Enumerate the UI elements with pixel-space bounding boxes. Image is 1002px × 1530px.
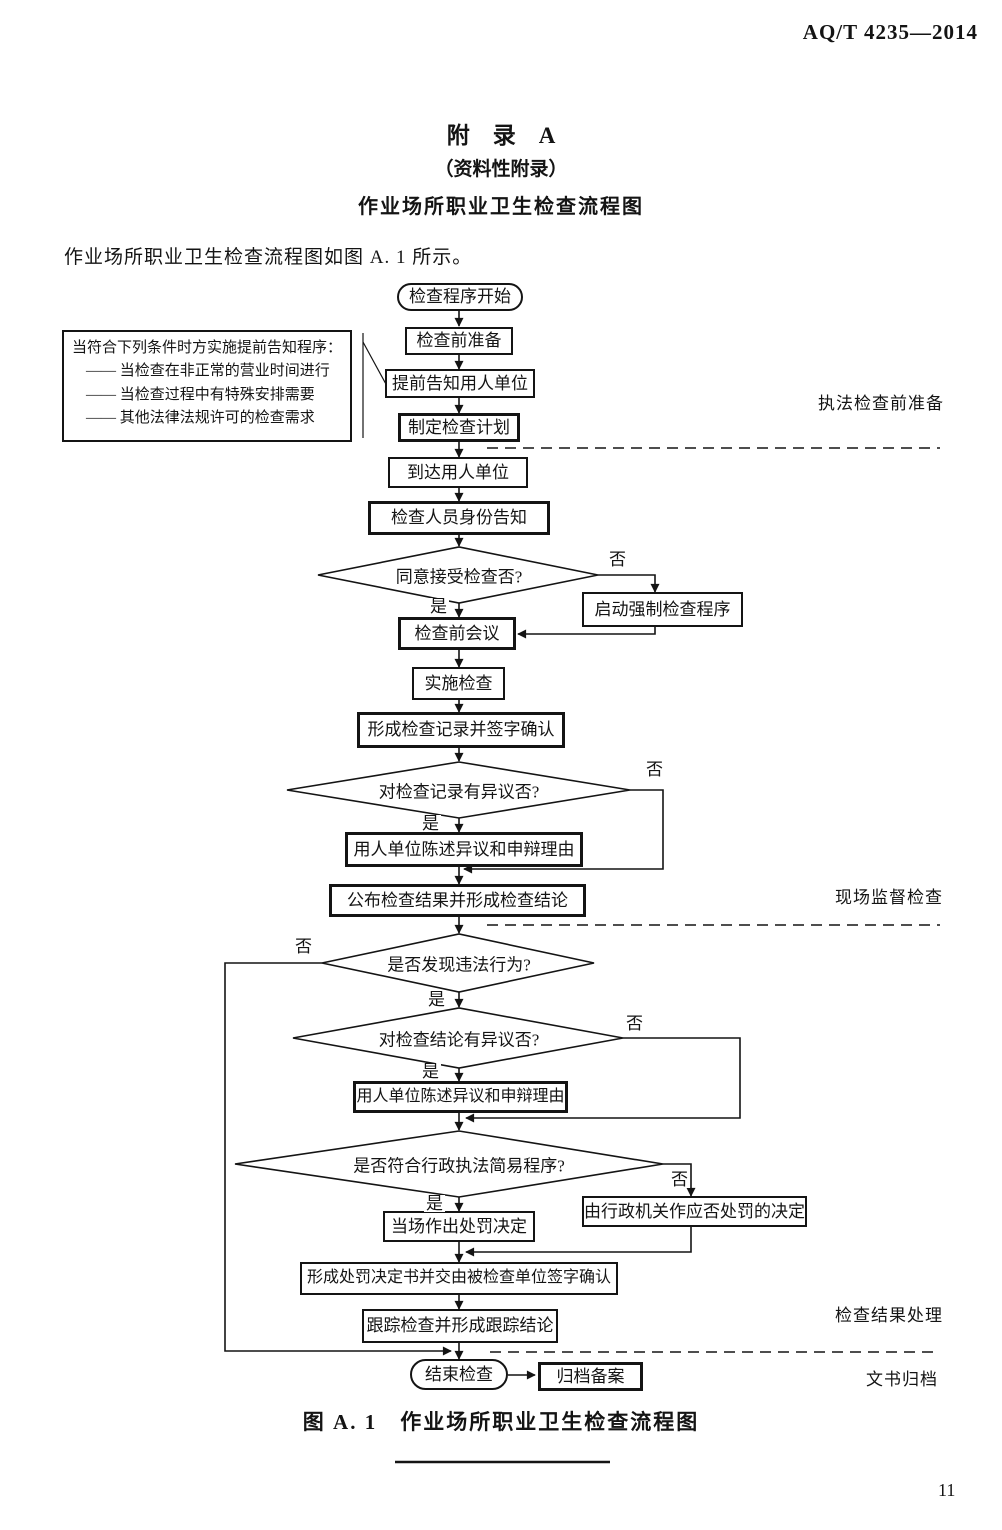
decision-violation-diamond [321, 933, 595, 993]
appendix-label: 附 录 A [446, 123, 556, 148]
flow-archive: 归档备案 [538, 1362, 643, 1391]
decision-summary-procedure-diamond [234, 1130, 664, 1198]
flow-arrive: 到达用人单位 [388, 457, 528, 488]
decision-conclusion-objection-diamond [292, 1007, 624, 1069]
note-item: —— 其他法律法规许可的检查需求 [86, 409, 315, 426]
section-label-prepare: 执法检查前准备 [818, 394, 944, 413]
flow-track-inspection: 跟踪检查并形成跟踪结论 [362, 1309, 558, 1343]
decision-conclusion-objection-text: 对检查结论有异议否? [378, 1030, 540, 1050]
branch-yes-summary: 是 [424, 1194, 445, 1213]
flow-end: 结束检查 [410, 1359, 508, 1390]
note-item: —— 当检查在非正常的营业时间进行 [86, 363, 330, 380]
flow-authority-decision: 由行政机关作应否处罚的决定 [582, 1196, 807, 1227]
flow-announce-result: 公布检查结果并形成检查结论 [329, 884, 586, 917]
flow-onspot-penalty: 当场作出处罚决定 [383, 1211, 535, 1242]
section-divider-dashed [487, 447, 940, 1353]
flow-record: 形成检查记录并签字确认 [357, 712, 565, 748]
standard-code: AQ/T 4235—2014 [802, 20, 978, 44]
decision-record-objection-diamond [286, 761, 631, 819]
section-label-onsite: 现场监督检查 [835, 888, 943, 907]
branch-no-summary: 否 [669, 1170, 690, 1189]
flow-plan: 制定检查计划 [398, 413, 520, 442]
appendix-title: 作业场所职业卫生检查流程图 [358, 196, 644, 218]
branch-yes-accept: 是 [428, 597, 449, 616]
flow-force-inspection: 启动强制检查程序 [582, 592, 743, 627]
intro-text: 作业场所职业卫生检查流程图如图 A. 1 所示。 [64, 247, 473, 268]
branch-no-accept: 否 [607, 550, 628, 569]
branch-no-violation: 否 [293, 937, 314, 956]
flow-identity: 检查人员身份告知 [368, 501, 550, 535]
flow-notify: 提前告知用人单位 [385, 369, 535, 398]
decision-accept-text: 同意接受检查否? [395, 567, 523, 587]
decision-accept-diamond [317, 546, 599, 604]
flow-objection-2: 用人单位陈述异议和申辩理由 [353, 1081, 568, 1113]
flow-objection-1: 用人单位陈述异议和申辩理由 [345, 832, 583, 867]
flow-meeting: 检查前会议 [398, 617, 516, 650]
flow-penalty-document: 形成处罚决定书并交由被检查单位签字确认 [300, 1262, 618, 1295]
flow-implement: 实施检查 [412, 667, 505, 700]
flow-prep: 检查前准备 [405, 327, 513, 355]
branch-yes-conclusion: 是 [420, 1062, 441, 1081]
branch-no-conclusion: 否 [624, 1014, 645, 1033]
page-number: 11 [938, 1480, 956, 1500]
flow-start: 检查程序开始 [397, 283, 523, 311]
section-label-archive: 文书归档 [866, 1370, 938, 1389]
decision-violation-text: 是否发现违法行为? [387, 955, 531, 975]
decision-summary-procedure-text: 是否符合行政执法简易程序? [353, 1156, 565, 1176]
branch-no-record: 否 [644, 760, 665, 779]
branch-yes-violation: 是 [426, 990, 447, 1009]
section-label-result: 检查结果处理 [835, 1306, 943, 1325]
note-item: —— 当检查过程中有特殊安排需要 [86, 386, 315, 403]
appendix-type: （资料性附录） [434, 159, 568, 180]
decision-record-objection-text: 对检查记录有异议否? [378, 782, 540, 802]
note-title: 当符合下列条件时方实施提前告知程序： [72, 340, 343, 356]
precondition-note: 当符合下列条件时方实施提前告知程序： —— 当检查在非正常的营业时间进行 —— … [62, 330, 352, 442]
figure-caption: 图 A. 1 作业场所职业卫生检查流程图 [302, 1410, 700, 1434]
branch-yes-record: 是 [420, 814, 441, 833]
